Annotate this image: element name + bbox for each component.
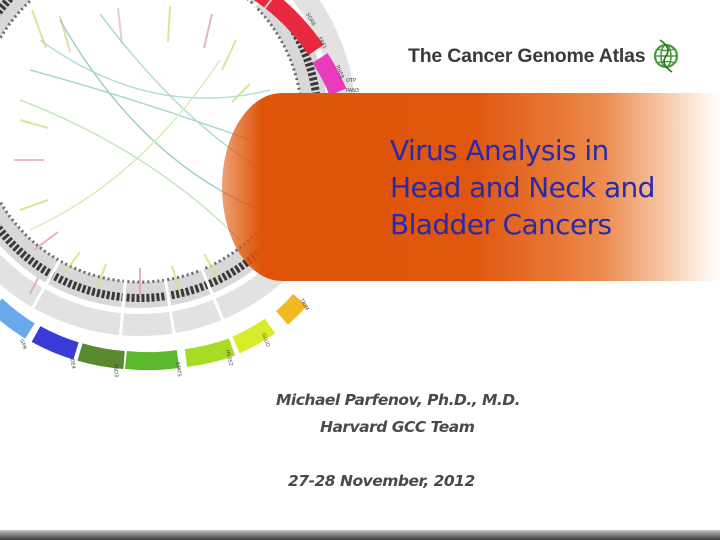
footer-bar — [0, 530, 720, 540]
svg-text:OTP: OTP — [346, 78, 356, 84]
svg-text:RHEB: RHEB — [334, 65, 345, 81]
svg-text:GLUD: GLUD — [260, 333, 270, 348]
svg-text:PSD3: PSD3 — [112, 364, 119, 378]
svg-text:PAN3: PAN3 — [346, 88, 359, 94]
title-line-1: Virus Analysis in — [390, 134, 609, 167]
tcga-globe-icon — [654, 39, 679, 73]
svg-text:PDE4: PDE4 — [68, 355, 76, 369]
tcga-logo: The Cancer Genome Atlas — [408, 36, 681, 76]
presenter-block: Michael Parfenov, Ph.D., M.D. Harvard GC… — [276, 391, 536, 436]
svg-text:GPR: GPR — [18, 339, 27, 351]
svg-text:HS3ST: HS3ST — [224, 349, 233, 367]
svg-text:STAT5: STAT5 — [174, 361, 182, 377]
logo-text: The Cancer Genome Atlas — [408, 44, 646, 67]
svg-text:ERF1: ERF1 — [316, 36, 327, 50]
presenter-name: Michael Parfenov, Ph.D., M.D. — [276, 391, 521, 409]
title-banner — [222, 93, 720, 281]
svg-text:TRIM: TRIM — [298, 297, 310, 312]
title-line-3: Bladder Cancers — [390, 208, 612, 241]
slide-title: Virus Analysis in Head and Neck and Blad… — [390, 132, 690, 243]
title-line-2: Head and Neck and — [390, 171, 655, 204]
presentation-date: 27-28 November, 2012 — [288, 472, 475, 490]
presenter-team: Harvard GCC Team — [320, 418, 475, 436]
